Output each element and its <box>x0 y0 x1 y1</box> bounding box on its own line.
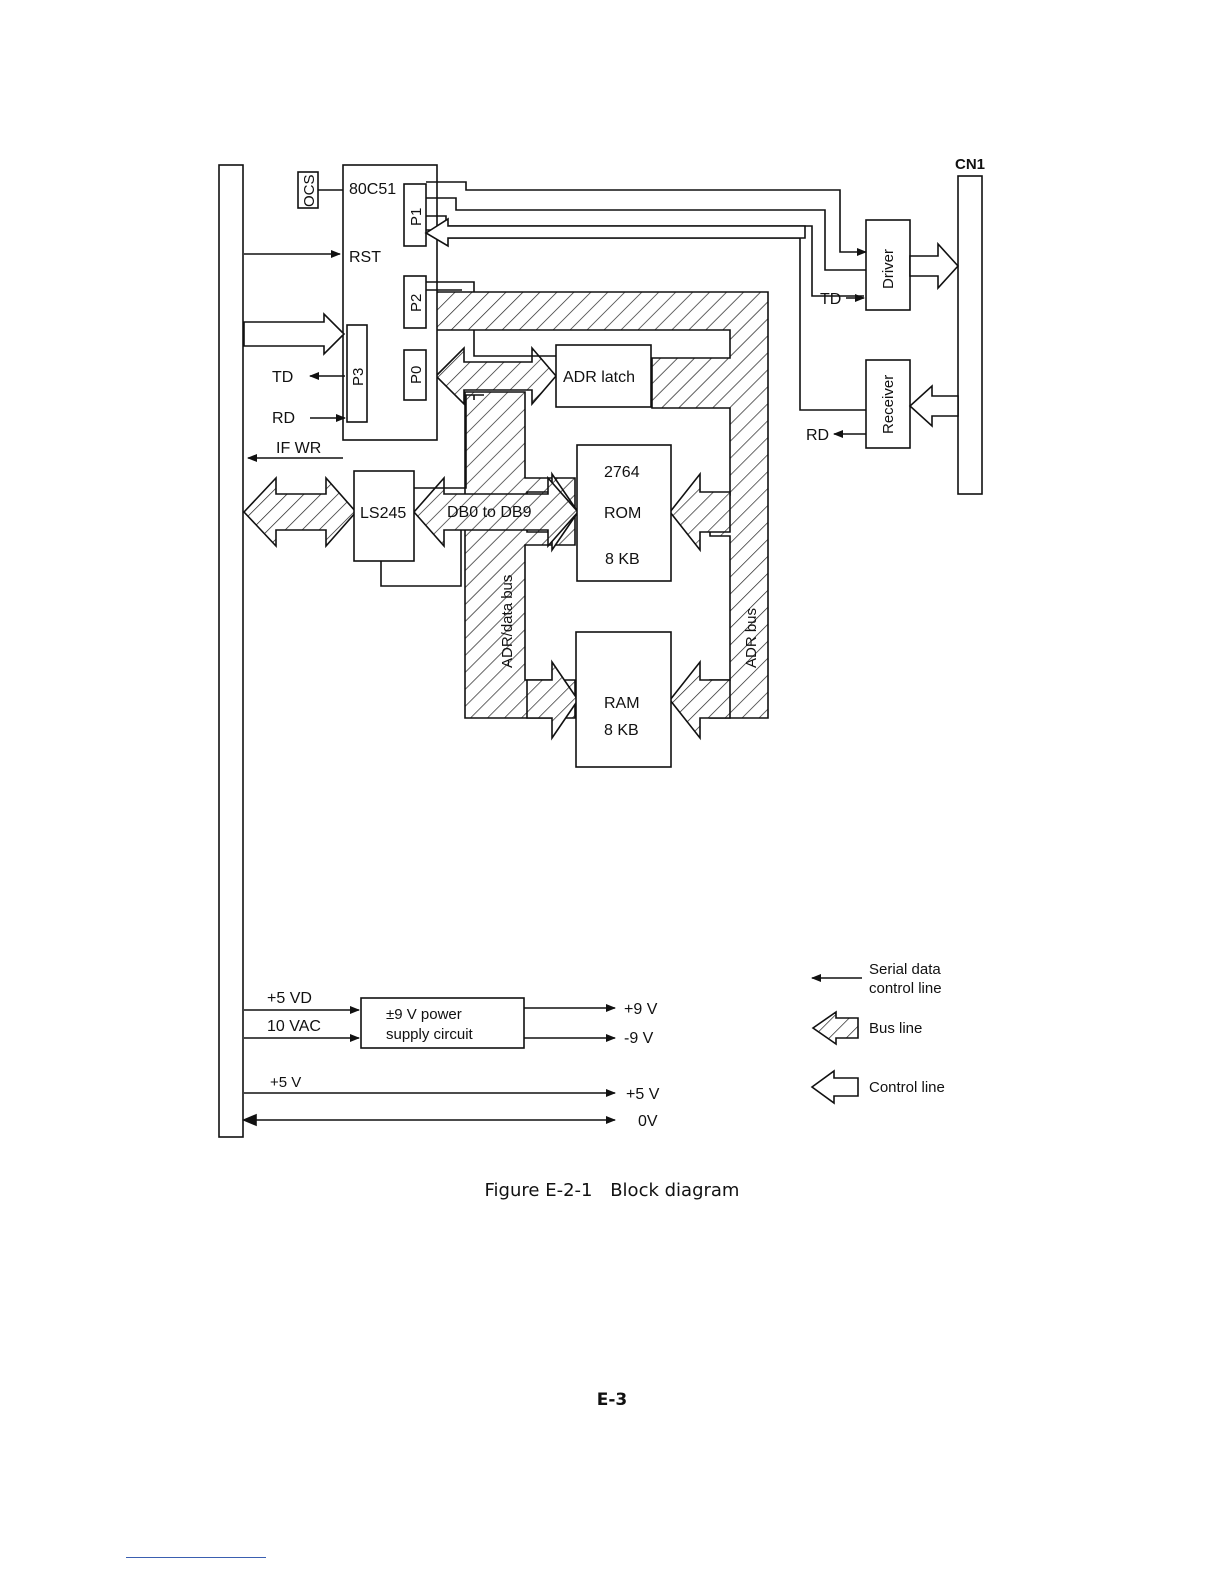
db-bus-label: DB0 to DB9 <box>447 504 532 521</box>
port-p2-label: P2 <box>408 294 425 312</box>
cn1-connector-bar <box>958 176 982 494</box>
receiver-label: Receiver <box>880 375 897 434</box>
rd-left-label: RD <box>272 410 295 427</box>
port-p0-label: P0 <box>408 366 425 384</box>
figure-title: Block diagram <box>610 1180 739 1201</box>
legend-serial-line2: control line <box>869 980 942 997</box>
ls245-label: LS245 <box>360 505 406 522</box>
legend-bus-symbol <box>813 1012 858 1044</box>
output-9v-pos-label: +9 V <box>624 1001 658 1018</box>
output-0v-label: 0V <box>638 1113 658 1130</box>
adr-bus-label: ADR bus <box>743 608 760 668</box>
bus-arrow-rom-right <box>670 474 730 550</box>
power-line1: ±9 V power <box>386 1006 462 1023</box>
td-left-label: TD <box>272 369 293 386</box>
ram-label: RAM <box>604 695 640 712</box>
port-p3-label: P3 <box>350 368 367 386</box>
if-wr-label: IF WR <box>276 440 321 457</box>
td-right-label: TD <box>820 291 841 308</box>
main-connector-bar <box>219 165 243 1137</box>
control-arrow-p1 <box>426 219 805 246</box>
adr-latch-label: ADR latch <box>563 369 635 386</box>
page-number: E-3 <box>0 1390 1224 1410</box>
ocs-label: OCS <box>301 174 318 207</box>
output-9v-neg-label: -9 V <box>624 1030 654 1047</box>
rom-size-label: 8 KB <box>605 551 640 568</box>
rom-label: ROM <box>604 505 641 522</box>
input-10vac-label: 10 VAC <box>267 1018 321 1035</box>
cn1-label: CN1 <box>955 156 985 173</box>
input-5vd-label: +5 VD <box>267 990 312 1007</box>
legend-bus-label: Bus line <box>869 1020 922 1037</box>
legend-control-symbol <box>812 1071 858 1103</box>
rom-part-label: 2764 <box>604 464 640 481</box>
adr-data-bus-label: ADR/data bus <box>499 575 516 668</box>
cpu-label: 80C51 <box>349 181 396 198</box>
power-line2: supply circuit <box>386 1026 474 1043</box>
figure-number: Figure E-2-1 <box>485 1180 593 1201</box>
rst-label: RST <box>349 249 381 266</box>
input-5v-label: +5 V <box>270 1074 301 1091</box>
control-arrow-bar-p3 <box>244 314 344 354</box>
port-p1-label: P1 <box>408 208 425 226</box>
ram-size-label: 8 KB <box>604 722 639 739</box>
rd-right-label: RD <box>806 427 829 444</box>
footer-rule <box>126 1557 266 1558</box>
figure-caption: Figure E-2-1 Block diagram <box>0 1180 1224 1201</box>
adr-data-bus-hatched <box>465 392 575 718</box>
bus-arrow-ram-right <box>670 662 730 738</box>
output-5v-label: +5 V <box>626 1086 660 1103</box>
legend-control-label: Control line <box>869 1079 945 1096</box>
bus-arrow-ls245-left <box>244 478 356 546</box>
driver-label: Driver <box>880 249 897 289</box>
control-arrow-driver-cn1 <box>910 244 958 288</box>
legend-serial-line1: Serial data <box>869 961 941 978</box>
bus-arrow-ram <box>527 662 578 738</box>
control-arrow-cn1-receiver <box>910 386 958 426</box>
